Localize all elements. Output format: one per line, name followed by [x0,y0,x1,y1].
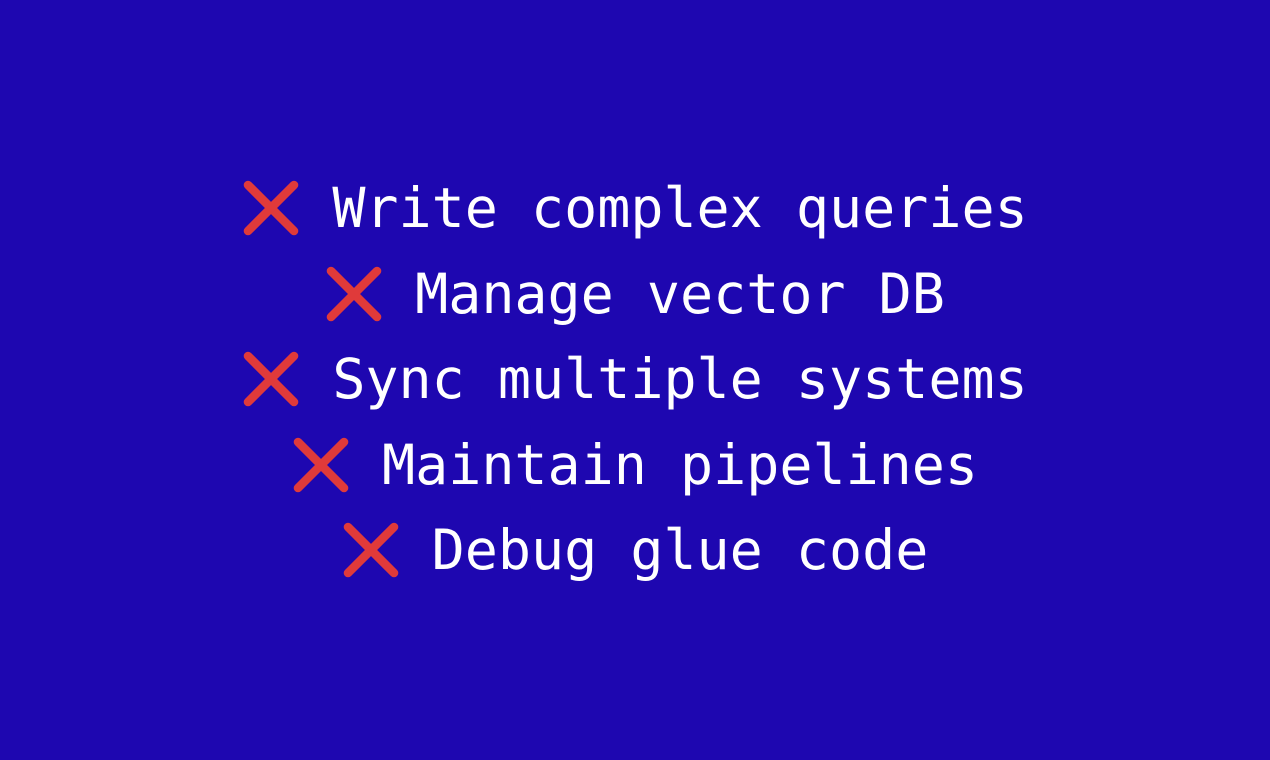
cross-mark-icon [343,522,398,578]
pain-point-label: Maintain pipelines [381,432,979,497]
list-item: Sync multiple systems [242,336,1028,422]
pain-point-label: Manage vector DB [415,261,945,326]
list-item: Manage vector DB [325,251,945,337]
list-item: Maintain pipelines [292,422,978,508]
cross-mark-icon [293,437,349,492]
pain-point-label: Write complex queries [332,176,1028,240]
pain-point-list: Write complex queries Manage vector DB S… [242,165,1028,593]
list-item: Debug glue code [342,507,929,593]
pain-point-label: Sync multiple systems [332,347,1028,411]
pain-point-label: Debug glue code [431,518,929,582]
cross-mark-icon [326,266,382,321]
cross-mark-icon [244,180,299,236]
list-item: Write complex queries [242,165,1028,251]
cross-mark-icon [244,351,299,407]
